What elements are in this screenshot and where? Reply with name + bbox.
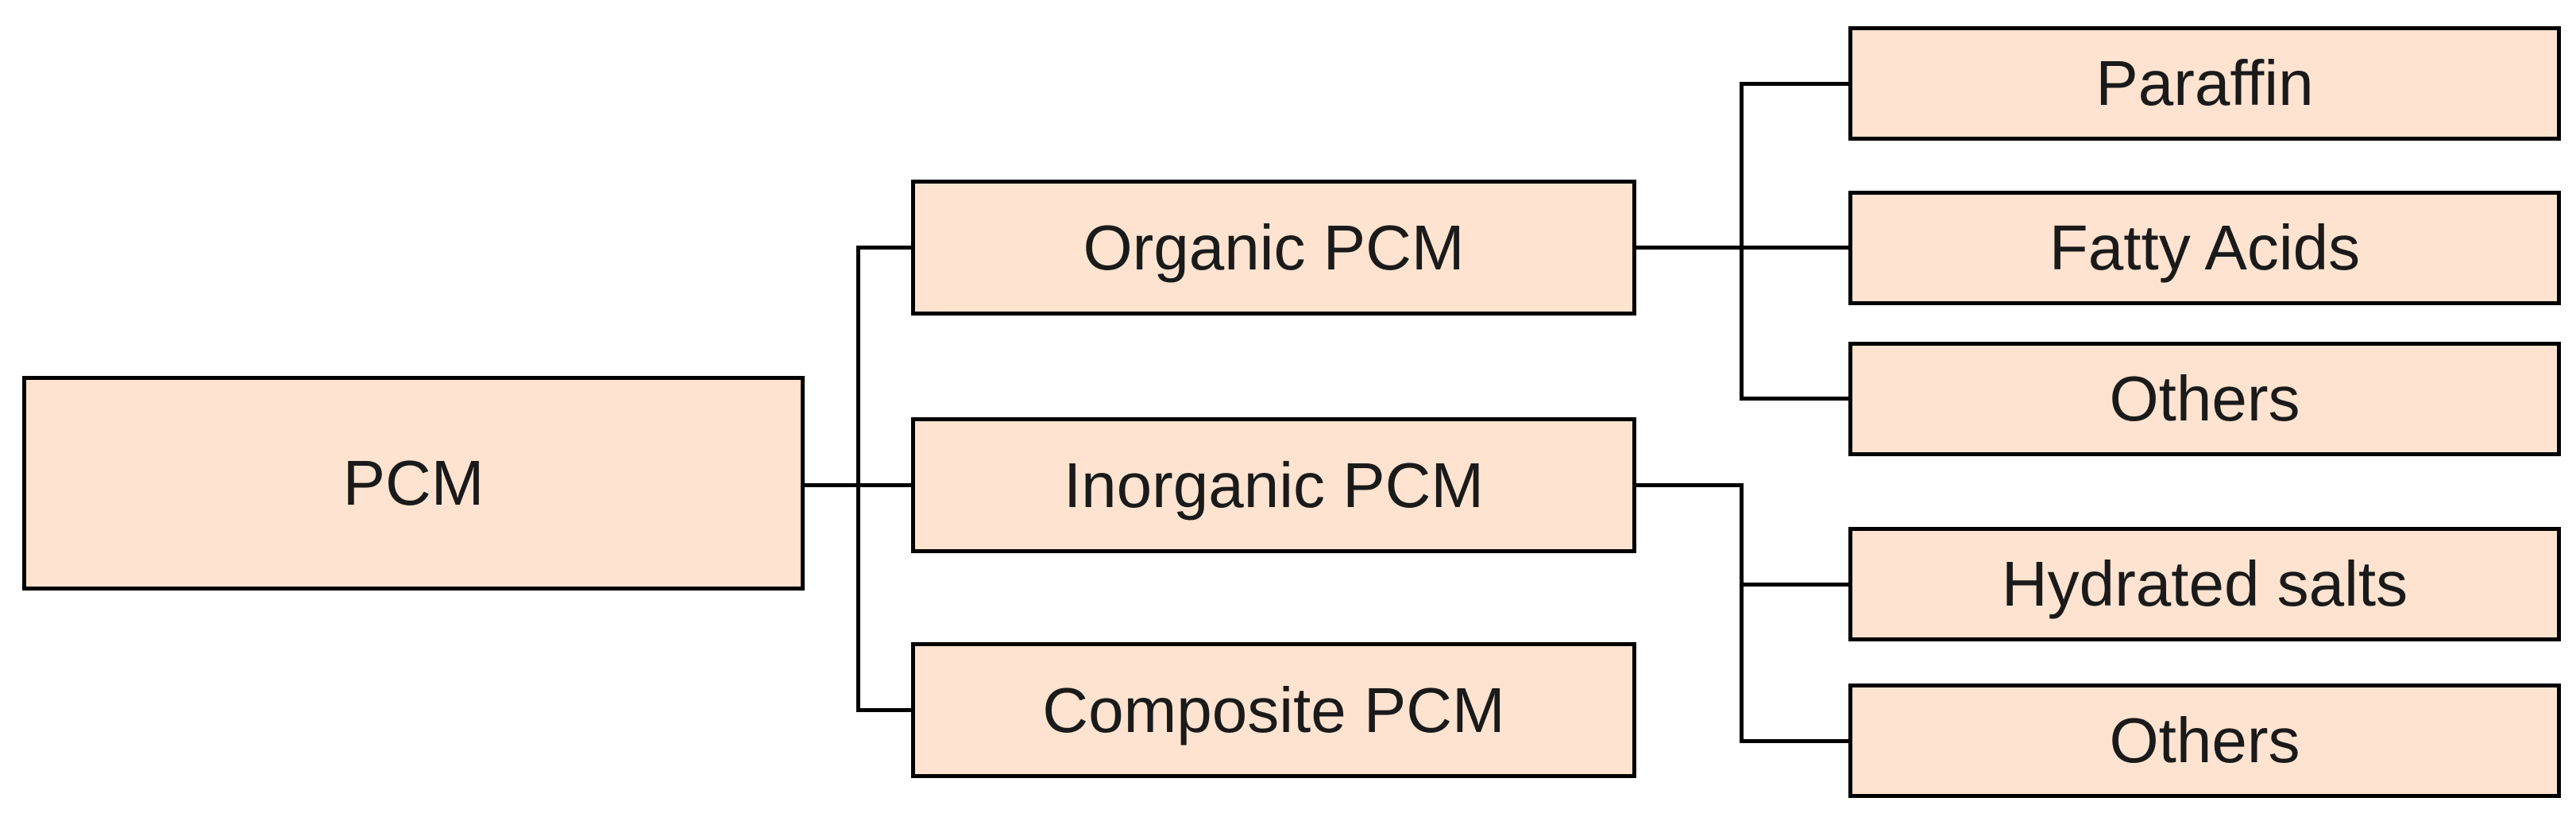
node-organic-pcm: Organic PCM <box>911 180 1636 316</box>
connector-trunk-to-organic <box>856 246 911 250</box>
node-paraffin-label: Paraffin <box>2095 48 2314 118</box>
connector-trunk-to-others-inorganic <box>1740 739 1848 743</box>
connector-organic-children-trunk <box>1740 82 1744 401</box>
node-inorganic-pcm-label: Inorganic PCM <box>1063 449 1485 521</box>
node-inorganic-pcm: Inorganic PCM <box>911 417 1636 553</box>
node-composite-pcm: Composite PCM <box>911 642 1636 778</box>
connector-trunk-to-others-organic <box>1740 397 1848 401</box>
connector-trunk-to-paraffin <box>1740 82 1848 86</box>
connector-trunk-to-hydrated-salts <box>1740 583 1848 587</box>
node-others-inorganic: Others <box>1848 684 2561 798</box>
node-organic-pcm-label: Organic PCM <box>1083 211 1465 283</box>
node-composite-pcm-label: Composite PCM <box>1042 674 1505 745</box>
connector-left-trunk <box>856 246 860 712</box>
connector-trunk-to-composite <box>856 708 911 712</box>
connector-inorganic-to-trunk <box>1636 483 1744 487</box>
node-hydrated-salts: Hydrated salts <box>1848 527 2561 641</box>
node-pcm: PCM <box>22 376 805 591</box>
node-hydrated-salts-label: Hydrated salts <box>2001 548 2408 619</box>
node-fatty-acids-label: Fatty Acids <box>2049 212 2361 283</box>
node-others-inorganic-label: Others <box>2109 705 2300 776</box>
node-paraffin: Paraffin <box>1848 26 2561 141</box>
node-others-organic-label: Others <box>2109 363 2300 434</box>
node-pcm-label: PCM <box>342 447 485 518</box>
node-fatty-acids: Fatty Acids <box>1848 191 2561 305</box>
node-others-organic: Others <box>1848 342 2561 456</box>
connector-inorganic-children-trunk <box>1740 483 1744 743</box>
